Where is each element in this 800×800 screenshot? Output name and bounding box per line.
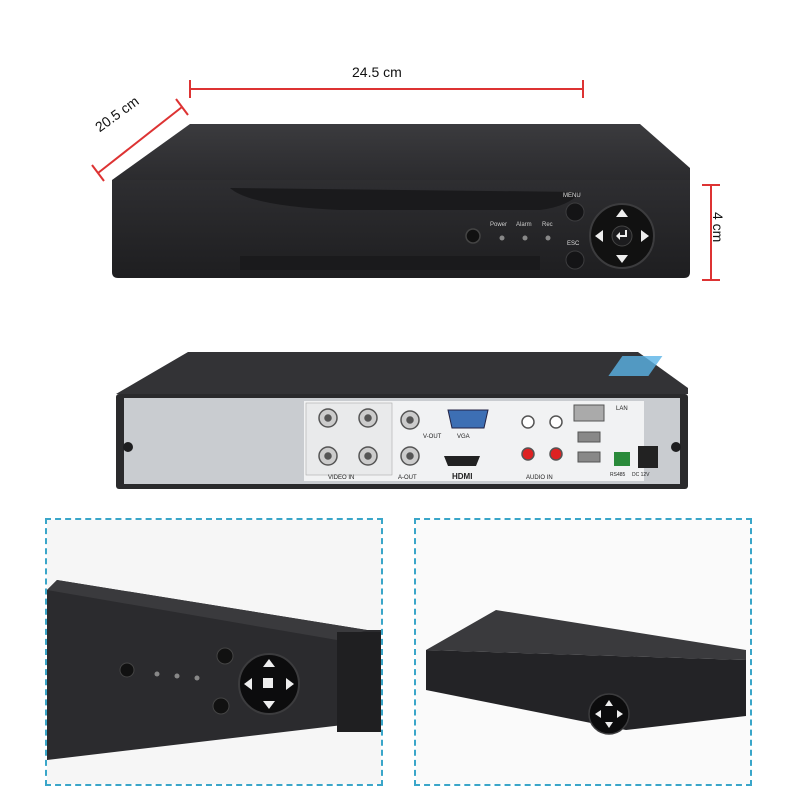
height-label: 4 cm	[710, 212, 726, 243]
dvr-rear-view: VIDEO IN V-OUT A-OUT VGA HDMI AUDIO IN L…	[108, 348, 692, 498]
menu-button-label: MENU	[563, 193, 581, 199]
rs485-label: RS485	[610, 472, 626, 478]
lan-label: LAN	[616, 406, 628, 412]
front-vent-holes	[240, 256, 540, 270]
dvr-front-view: Power Alarm Rec MENU ESC	[100, 110, 700, 290]
indicator-rec-label: Rec	[542, 222, 553, 228]
indicator-alarm-label: Alarm	[516, 222, 532, 228]
esc-button-label: ESC	[567, 241, 580, 247]
width-label: 24.5 cm	[352, 64, 402, 80]
audio-in-label: AUDIO IN	[526, 475, 553, 481]
hdmi-label: HDMI	[452, 472, 473, 481]
detail-frame-closeup	[45, 518, 383, 786]
detail-frame-overview	[414, 518, 752, 786]
a-out-label: A-OUT	[398, 475, 417, 481]
indicator-power-label: Power	[490, 222, 508, 228]
video-in-label: VIDEO IN	[328, 475, 355, 481]
vga-label: VGA	[457, 434, 470, 440]
v-out-label: V-OUT	[423, 434, 442, 440]
dc-12v-label: DC 12V	[632, 472, 650, 478]
